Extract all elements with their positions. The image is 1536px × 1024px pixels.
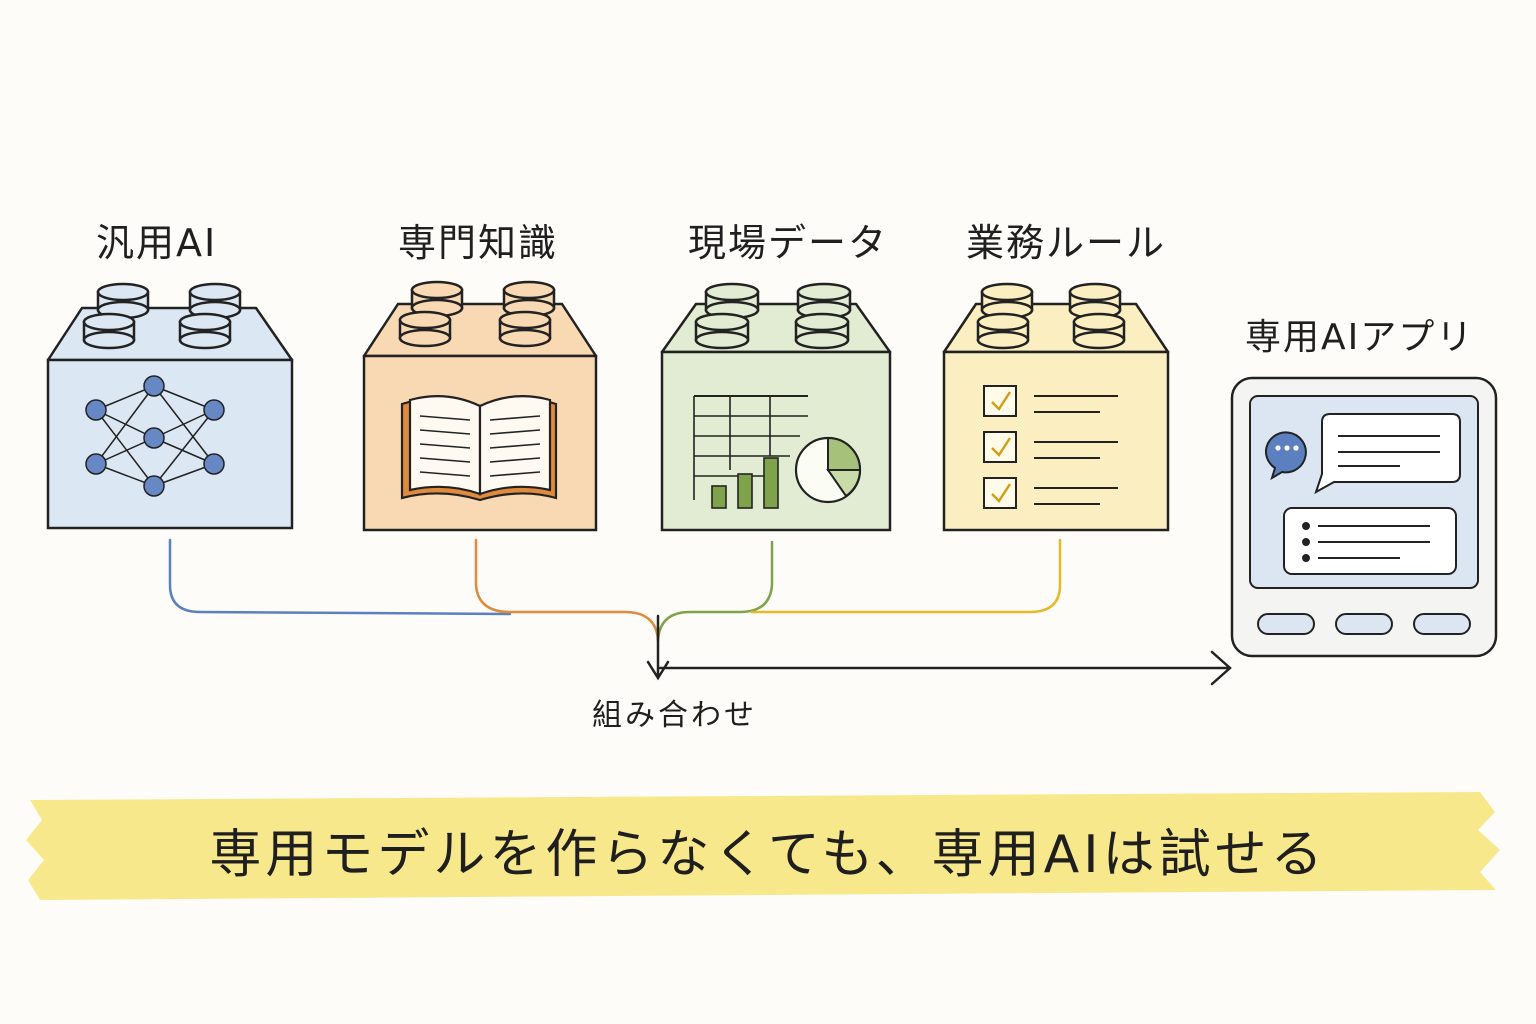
connector-field-data	[656, 540, 774, 642]
app-label: 専用AIアプリ	[1245, 317, 1475, 358]
block-field-data	[660, 282, 892, 532]
headline: 専用モデルを作らなくても、専用AIは試せる	[209, 825, 1327, 885]
arrow-to-app	[658, 650, 1232, 686]
headline-highlight	[26, 792, 1500, 900]
spreadsheet-chart-icon	[693, 395, 862, 509]
block-expert-knowledge	[362, 280, 598, 532]
connector-expert-knowledge	[474, 538, 660, 642]
tablet-buttons	[1257, 613, 1471, 635]
tablet-chat-icon	[1264, 413, 1461, 575]
block-label-general-ai: 汎用AI	[96, 221, 218, 265]
block-general-ai	[46, 282, 294, 530]
block-business-rules	[942, 282, 1170, 532]
connector-general-ai	[168, 538, 512, 616]
checklist-icon	[983, 385, 1118, 509]
neural-network-icon	[85, 375, 225, 497]
block-label-business-rules: 業務ルール	[966, 221, 1167, 265]
connector-business-rules	[750, 538, 1062, 614]
app-tablet	[1230, 376, 1498, 658]
block-label-field-data: 現場データ	[688, 221, 889, 265]
connector-lines	[168, 538, 1232, 686]
open-book-icon	[400, 395, 558, 502]
block-label-expert-knowledge: 専門知識	[398, 221, 559, 265]
combine-label: 組み合わせ	[592, 698, 757, 733]
